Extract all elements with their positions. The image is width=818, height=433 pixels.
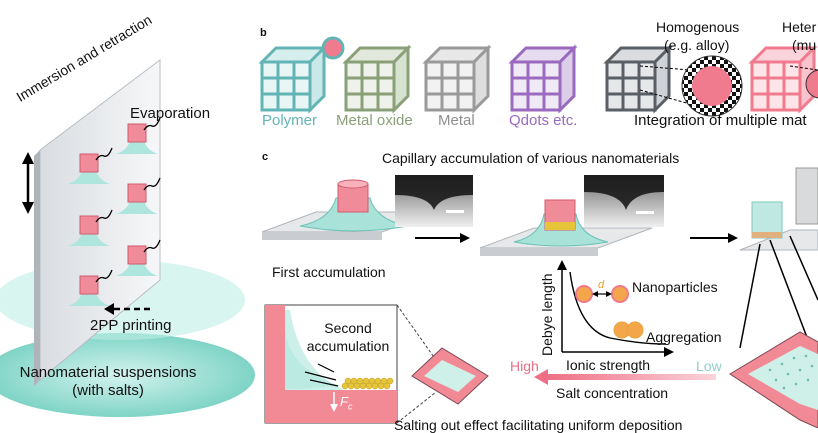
inset-wall bbox=[265, 305, 397, 423]
distance-label: d bbox=[598, 279, 605, 291]
large-frame-dots bbox=[768, 354, 814, 390]
nanoparticle-right bbox=[611, 285, 629, 303]
evaporation-label: Evaporation bbox=[130, 105, 211, 122]
platform-first-edge bbox=[262, 232, 382, 240]
inset-flow-arrows bbox=[304, 363, 339, 387]
material-label-polymer: Polymer bbox=[262, 112, 318, 129]
printing-arrow-head bbox=[104, 303, 114, 315]
cube-homogenous bbox=[603, 44, 673, 114]
hetero-particle bbox=[805, 69, 818, 99]
ionic-axis-label: Ionic strength bbox=[566, 357, 651, 373]
structure-first-top bbox=[337, 179, 369, 189]
integration-label: Integration of multiple mat bbox=[634, 112, 807, 129]
material-label-qdots: Qdots etc. bbox=[509, 112, 578, 129]
first-accumulation-label: First accumulation bbox=[272, 264, 386, 280]
meniscus-first bbox=[299, 197, 409, 232]
material-label-metal-oxide: Metal oxide bbox=[336, 112, 413, 129]
material-label-metal: Metal bbox=[438, 112, 475, 129]
debye-curve bbox=[569, 271, 667, 345]
evaporation-arrows bbox=[95, 117, 161, 283]
salt-gradient-bar bbox=[546, 374, 716, 380]
inset-zoom-line-top bbox=[396, 304, 437, 361]
force-label-main: F bbox=[340, 394, 348, 409]
polymer-particle-zoom bbox=[321, 36, 345, 60]
inset-zoom-line-bottom bbox=[396, 391, 437, 424]
panel-letter-b: b bbox=[260, 27, 267, 39]
panel-c bbox=[261, 167, 818, 428]
immersion-arrow-head-up bbox=[22, 152, 34, 164]
nanoparticles-label: Nanoparticles bbox=[632, 279, 718, 295]
debye-plot bbox=[557, 260, 674, 357]
aggregate-right bbox=[626, 321, 644, 339]
substrate-plate-edge bbox=[34, 150, 40, 386]
immersion-arrow-head-down bbox=[22, 202, 34, 214]
hetero-label-line2: (mu bbox=[792, 37, 817, 53]
cube-heterogeneous bbox=[748, 44, 818, 114]
panel-a bbox=[0, 59, 255, 417]
panel-c-title: Capillary accumulation of various nanoma… bbox=[382, 150, 680, 166]
scale-bar-first bbox=[446, 210, 464, 213]
homogenous-label-line2: (e.g. alloy) bbox=[664, 37, 730, 53]
salt-gradient-head bbox=[534, 369, 548, 385]
cube-polymer bbox=[258, 44, 328, 114]
suspension-label-line2: (with salts) bbox=[72, 382, 144, 399]
homogenous-label-line1: Homogenous bbox=[656, 19, 740, 35]
panel-letter-c: c bbox=[262, 151, 269, 163]
force-label: Fc bbox=[340, 395, 352, 412]
aggregation-label: Aggregation bbox=[646, 329, 722, 345]
instrument bbox=[795, 167, 818, 225]
second-accumulation-line1: Second bbox=[324, 320, 372, 336]
microstructures bbox=[68, 123, 158, 306]
high-label: High bbox=[510, 358, 539, 374]
panel-b bbox=[258, 36, 818, 117]
cube-metal-oxide bbox=[342, 44, 412, 114]
homogenous-zoom-line bbox=[639, 65, 691, 71]
second-accumulation-line2: accumulation bbox=[306, 338, 390, 354]
suspension-label-line1: Nanomaterial suspensions bbox=[19, 364, 197, 381]
inset-liquid-2 bbox=[285, 310, 345, 390]
nanoparticle-left bbox=[575, 285, 593, 303]
cube-qdots bbox=[508, 44, 578, 114]
alloy-core bbox=[692, 66, 732, 106]
low-label: Low bbox=[696, 358, 722, 374]
debye-axis-label: Debye length bbox=[539, 273, 555, 356]
hetero-label-line1: Heter bbox=[782, 19, 817, 35]
force-label-sub: c bbox=[347, 401, 353, 412]
homogenous-zoom-line-2 bbox=[639, 89, 691, 105]
inset-deposited-particles bbox=[341, 377, 394, 390]
cube-metal bbox=[422, 44, 492, 114]
salt-concentration-label: Salt concentration bbox=[556, 385, 669, 401]
scale-bar-second bbox=[636, 211, 654, 214]
printing-label: 2PP printing bbox=[90, 317, 172, 334]
bottom-caption: Salting out effect facilitating uniform … bbox=[394, 417, 683, 433]
structure-first bbox=[337, 183, 369, 213]
